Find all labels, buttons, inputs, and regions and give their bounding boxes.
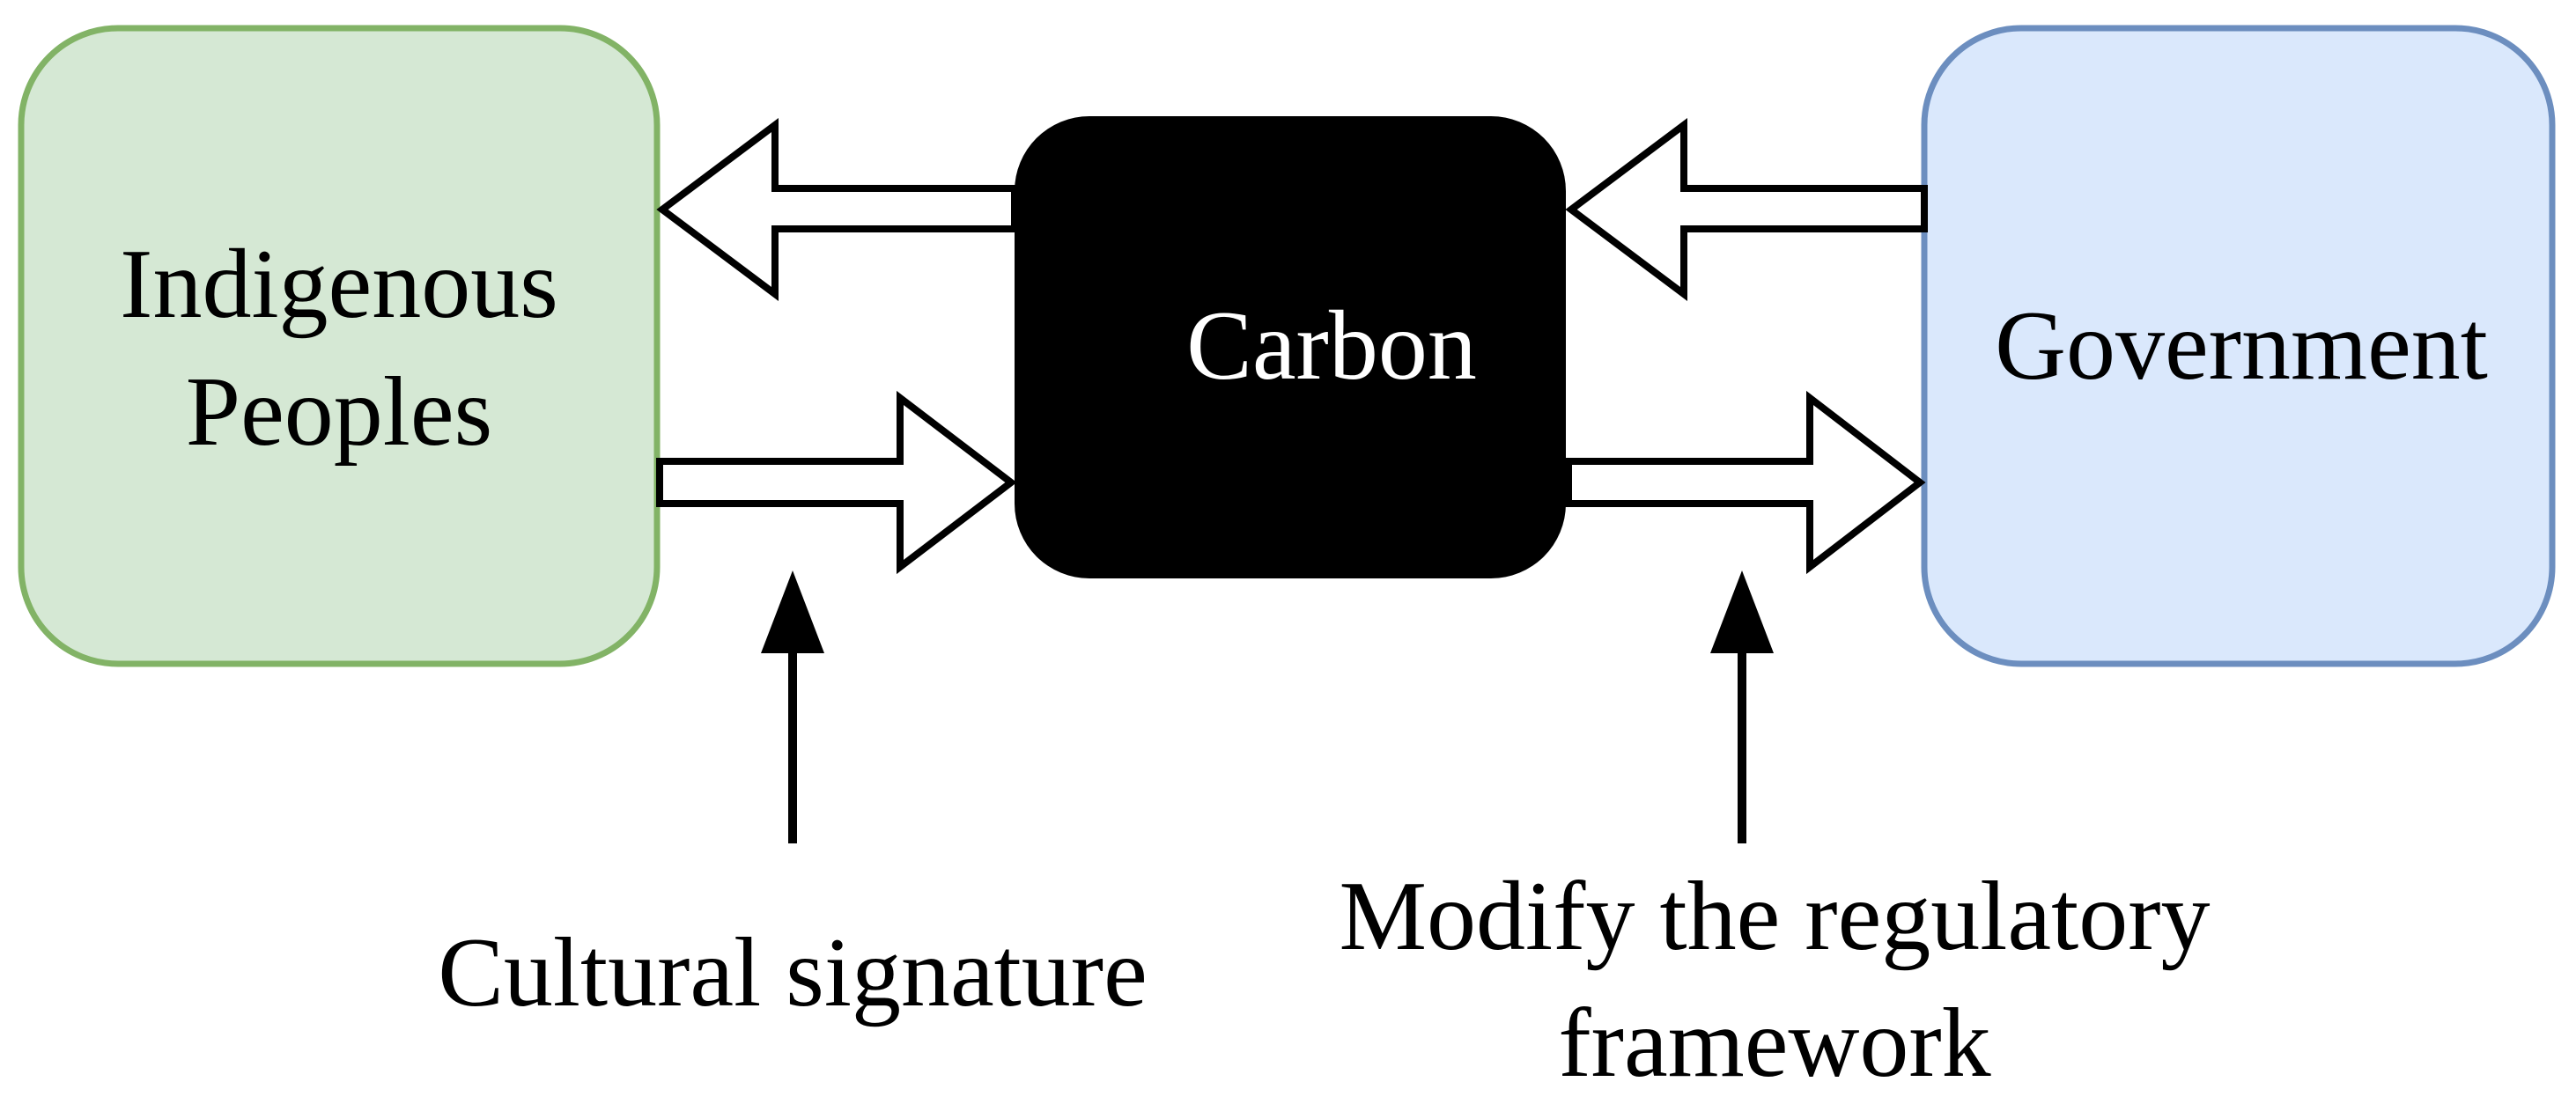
indigenous-peoples-label-line1: Indigenous: [120, 230, 558, 339]
regulatory-framework-label-line2: framework: [1558, 989, 1990, 1098]
regulatory-framework-arrow: [1710, 570, 1774, 843]
indigenous-to-carbon-arrow: [656, 390, 1017, 575]
carbon-to-government-arrow: [1565, 390, 1926, 575]
carbon-to-indigenous-arrow: [656, 118, 1018, 301]
cultural-signature-label: Cultural signature: [438, 918, 1148, 1027]
indigenous-peoples-node: Indigenous Peoples: [18, 25, 661, 667]
regulatory-framework-label-line1: Modify the regulatory: [1339, 862, 2210, 971]
carbon-label: Carbon: [1186, 291, 1477, 401]
government-node: Government: [1921, 25, 2556, 667]
carbon-node: Carbon: [1015, 116, 1566, 578]
indigenous-peoples-box: [18, 25, 661, 667]
indigenous-peoples-label-line2: Peoples: [186, 357, 492, 467]
government-label: Government: [1995, 291, 2488, 401]
government-box: [1921, 25, 2556, 667]
cultural-signature-arrow: [761, 570, 824, 843]
carbon-box: [1015, 116, 1566, 578]
government-to-carbon-arrow: [1565, 118, 1928, 301]
